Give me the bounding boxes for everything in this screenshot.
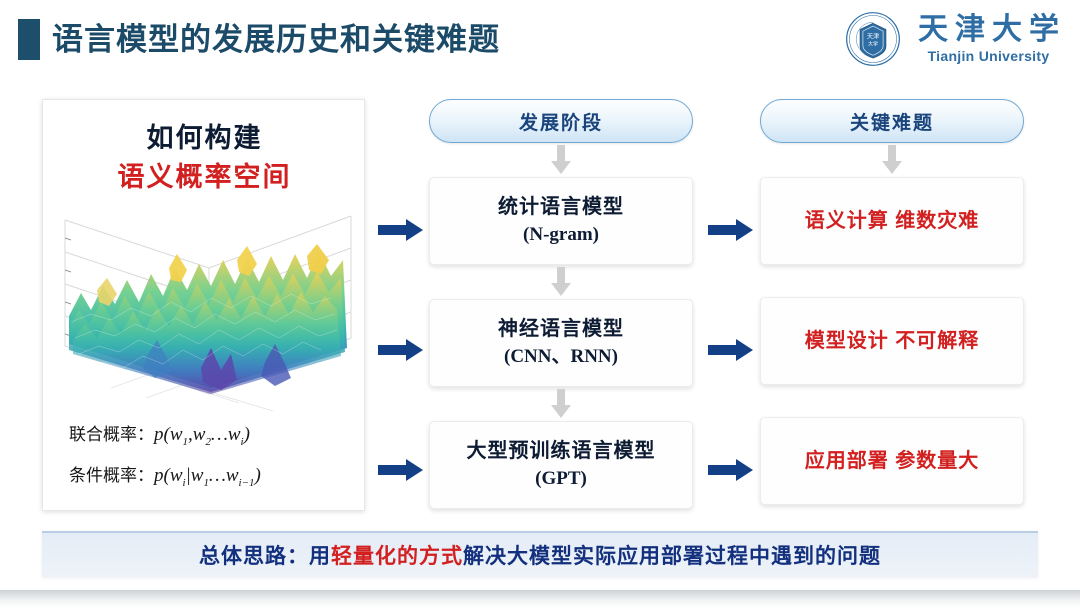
probability-surface-figure <box>51 198 358 416</box>
semantic-space-card: 如何构建 语义概率空间 <box>42 99 365 511</box>
university-logo-text: 天津大学 Tianjin University <box>911 12 1066 64</box>
slide-header: 语言模型的发展历史和关键难题 天津 大学 天津大学 Tianjin Univer… <box>0 0 1080 78</box>
right-arrow-icon-stage-to-difficulty-2 <box>708 338 758 364</box>
difficulty-node-1[interactable]: 语义计算 维数灾难 <box>760 177 1024 265</box>
right-arrow-icon-stage-to-difficulty-1 <box>708 218 758 244</box>
stage-node-1-title: 统计语言模型 <box>498 196 624 218</box>
stage-node-2-title: 神经语言模型 <box>498 318 624 340</box>
down-arrow-icon <box>429 143 693 177</box>
slide-bottom-edge <box>0 590 1080 608</box>
summary-prefix: 总体思路：用 <box>199 545 331 568</box>
down-arrow-icon <box>429 387 693 421</box>
left-card-title-secondary: 语义概率空间 <box>117 162 292 192</box>
difficulty-column-header: 关键难题 <box>760 99 1024 143</box>
summary-banner: 总体思路：用轻量化的方式解决大模型实际应用部署过程中遇到的问题 <box>42 531 1038 577</box>
right-arrow-icon-card-to-stage-3 <box>378 458 428 484</box>
difficulty-node-2[interactable]: 模型设计 不可解释 <box>760 297 1024 385</box>
difficulty-node-2-title: 模型设计 不可解释 <box>804 329 980 352</box>
title-accent-bar <box>18 19 40 60</box>
right-arrow-icon-card-to-stage-1 <box>378 218 428 244</box>
stage-node-1[interactable]: 统计语言模型 (N-gram) <box>429 177 693 265</box>
difficulty-node-3[interactable]: 应用部署 参数量大 <box>760 417 1024 505</box>
spacer <box>760 385 1024 417</box>
summary-suffix: 解决大模型实际应用部署过程中遇到的问题 <box>463 545 881 568</box>
down-arrow-icon <box>760 143 1024 177</box>
stage-node-1-subtitle: (N-gram) <box>523 224 599 245</box>
difficulty-node-1-title: 语义计算 维数灾难 <box>804 209 980 232</box>
difficulty-node-3-title: 应用部署 参数量大 <box>804 449 980 472</box>
right-arrow-icon-card-to-stage-2 <box>378 338 428 364</box>
right-arrow-icon-stage-to-difficulty-3 <box>708 458 758 484</box>
down-arrow-icon <box>429 265 693 299</box>
stage-column: 发展阶段 统计语言模型 (N-gram) 神经语言模型 (CNN、RNN) 大型… <box>429 99 693 509</box>
summary-highlight: 轻量化的方式 <box>331 545 463 568</box>
svg-text:天津: 天津 <box>867 32 879 40</box>
university-seal-icon: 天津 大学 <box>846 12 900 66</box>
probability-formulas: 联合概率：p(w1,w2…wi) 条件概率：p(wi|w1…wi−1) <box>43 418 364 500</box>
joint-probability-formula: 联合概率：p(w1,w2…wi) <box>69 424 250 448</box>
stage-node-2[interactable]: 神经语言模型 (CNN、RNN) <box>429 299 693 387</box>
left-card-title-primary: 如何构建 <box>146 123 263 153</box>
surface-3d-chart <box>64 215 352 412</box>
university-name-cn: 天津大学 <box>918 12 1066 46</box>
difficulty-column: 关键难题 语义计算 维数灾难 模型设计 不可解释 应用部署 参数量大 <box>760 99 1024 505</box>
university-name-en: Tianjin University <box>927 47 1050 64</box>
slide-content: 如何构建 语义概率空间 <box>0 78 1080 528</box>
svg-text:大学: 大学 <box>868 41 878 48</box>
stage-node-3-title: 大型预训练语言模型 <box>466 440 656 462</box>
stage-node-3[interactable]: 大型预训练语言模型 (GPT) <box>429 421 693 509</box>
stage-node-3-subtitle: (GPT) <box>535 468 587 489</box>
summary-banner-text: 总体思路：用轻量化的方式解决大模型实际应用部署过程中遇到的问题 <box>199 540 881 570</box>
stage-node-2-subtitle: (CNN、RNN) <box>504 346 618 367</box>
joint-probability-label: 联合概率： <box>69 425 154 444</box>
stage-column-header: 发展阶段 <box>429 99 693 143</box>
university-logo: 天津 大学 天津大学 Tianjin University <box>845 8 1066 70</box>
spacer <box>760 265 1024 297</box>
conditional-probability-label: 条件概率： <box>69 465 154 485</box>
page-title: 语言模型的发展历史和关键难题 <box>52 22 500 57</box>
conditional-probability-formula: 条件概率：p(wi|w1…wi−1) <box>69 464 261 489</box>
